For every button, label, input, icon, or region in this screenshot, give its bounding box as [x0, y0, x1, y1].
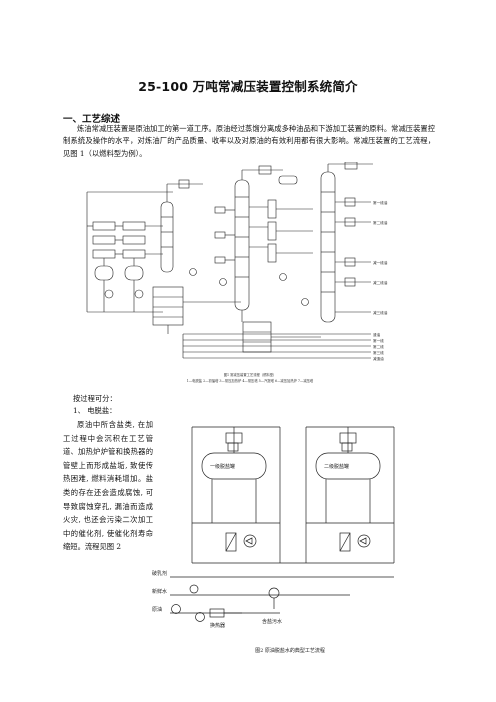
figure-2-desalting-diagram: 一级脱盐罐 二级脱盐罐 破乳剂 新鲜水 原油 含盐污水 换热器 — [152, 426, 395, 629]
fig1-label: 常三线 — [373, 350, 384, 355]
page-title: 25-100 万吨常减压装置控制系统简介 — [138, 79, 358, 94]
figure-1-legend: 1—电脱盐 2—初馏塔 3—常压加热炉 4—常压塔 5—汽提塔 6—减压加热炉 … — [186, 379, 314, 383]
tank-1-label: 一级脱盐罐 — [210, 463, 235, 470]
label-wastewater: 含盐污水 — [262, 618, 282, 625]
label-heat-exchanger: 换热器 — [210, 622, 225, 629]
fig1-label: 常一线油 — [373, 200, 388, 205]
figure-1-process-flow-diagram: 常一线油 常二线油 减一线油 减二线油 减三线油 渣油 常一线 常二线 常三线 … — [86, 162, 388, 361]
fig1-label: 减渣油 — [373, 356, 384, 361]
label-crude: 原油 — [152, 606, 162, 613]
fig1-label: 渣油 — [373, 332, 381, 337]
fig1-label: 常二线油 — [373, 220, 388, 225]
process-lead: 按过程可分： — [73, 394, 117, 403]
fig1-label: 常二线 — [373, 344, 384, 349]
fig1-label: 常一线 — [373, 338, 384, 343]
section-heading-process-overview: 一、工艺综述 — [63, 114, 121, 125]
item-1-heading: 1、 电脱盐： — [73, 406, 117, 415]
label-demulsifier: 破乳剂 — [152, 570, 167, 577]
tank-2-label: 二级脱盐罐 — [324, 463, 349, 470]
fig1-label: 减一线油 — [373, 260, 388, 265]
process-overview-paragraph: 炼油常减压装置是原油加工的第一道工序。原油经过蒸馏分离成多种油品和下游加工装置的… — [63, 124, 435, 158]
label-fresh-water: 新鲜水 — [152, 588, 167, 595]
item-1-text: 原油中所含盐类, 在加工过程中会沉积在工艺管道、加热炉炉管和换热器的管壁上而形成… — [63, 420, 153, 552]
fig1-label: 减二线油 — [373, 280, 388, 285]
figure-1-caption: 图1 常减压装置工艺流程（燃料型） — [223, 373, 277, 377]
figure-2-caption: 图2 原油脱盐水的典型工艺流程 — [255, 648, 325, 654]
fig1-label: 减三线油 — [373, 310, 388, 315]
